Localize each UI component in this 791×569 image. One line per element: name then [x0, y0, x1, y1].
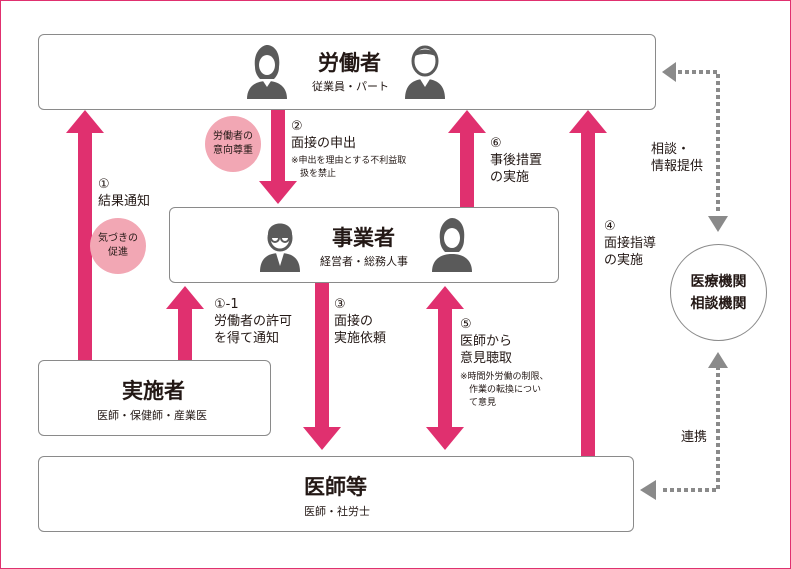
- step5-line1: 医師から: [460, 334, 513, 349]
- step5-note1: ※時間外労働の制限、: [460, 372, 549, 382]
- step3-line1: 面接の: [334, 314, 374, 329]
- step3-num: ③: [334, 297, 346, 312]
- dotted-arrowhead-medical-top: [708, 216, 728, 232]
- step4-num: ④: [604, 219, 616, 234]
- step3-line2: 実施依頼: [334, 331, 387, 346]
- step5-line2: 意見聴取: [460, 351, 513, 366]
- arrow-step3: [303, 283, 341, 450]
- medical-line1: 医療機関: [690, 273, 747, 290]
- step5-note2: 作業の転換につい: [469, 385, 542, 395]
- step1-text: 結果通知: [98, 194, 151, 209]
- step6-line2: の実施: [490, 170, 530, 185]
- step5-num: ⑤: [460, 317, 472, 332]
- doctor-title: 医師等: [304, 475, 367, 499]
- step5-note3: て意見: [469, 398, 497, 408]
- implementer-box: 実施者 医師・保健師・産業医: [38, 360, 271, 436]
- respect-line2: 意向尊重: [213, 145, 253, 156]
- employer-title: 事業者: [332, 226, 395, 250]
- step1-1-num: ①-1: [214, 297, 239, 312]
- doctor-box: 医師等 医師・社労士: [38, 456, 634, 532]
- implementer-title: 実施者: [122, 379, 185, 403]
- awareness-line1: 気づきの: [98, 233, 138, 244]
- arrow-step1: [66, 110, 104, 360]
- dotted-arrowhead-doctor: [640, 480, 656, 500]
- respect-line1: 労働者の: [213, 131, 253, 142]
- step2-num: ②: [291, 119, 303, 134]
- step6-num: ⑥: [490, 136, 502, 151]
- dotted-link-cooperate: [660, 366, 720, 492]
- implementer-subtitle: 医師・保健師・産業医: [97, 409, 207, 422]
- step2-text: 面接の申出: [291, 136, 357, 151]
- arrow-step2: [259, 110, 297, 204]
- step2-note1: ※申出を理由とする不利益取: [291, 156, 407, 166]
- arrow-step4: [569, 110, 607, 456]
- consult-line2: 情報提供: [651, 159, 704, 174]
- consult-line1: 相談・: [651, 142, 691, 157]
- step1-num: ①: [98, 177, 110, 192]
- female-employer-icon: [432, 218, 472, 272]
- awareness-line2: 促進: [108, 247, 128, 258]
- worker-box: 労働者 従業員・パート: [38, 34, 656, 110]
- step6-line1: 事後措置: [490, 153, 543, 168]
- step1-1-line2: を得て通知: [214, 331, 280, 346]
- worker-title: 労働者: [318, 51, 381, 75]
- arrow-step1-1: [166, 286, 204, 360]
- cooperate-label: 連携: [681, 430, 708, 445]
- employer-subtitle: 経営者・総務人事: [320, 255, 408, 268]
- male-worker-icon: [405, 45, 445, 99]
- male-employer-icon: [260, 223, 300, 272]
- medical-line2: 相談機関: [690, 295, 747, 312]
- awareness-bubble: 気づきの 促進: [90, 218, 146, 274]
- step1-1-line1: 労働者の許可: [214, 314, 293, 329]
- doctor-subtitle: 医師・社労士: [304, 505, 370, 518]
- dotted-link-consult: [678, 70, 720, 212]
- worker-subtitle: 従業員・パート: [312, 80, 389, 93]
- step4-line2: の実施: [604, 253, 644, 268]
- medical-institution-circle: 医療機関 相談機関: [670, 244, 767, 341]
- step4-line1: 面接指導: [604, 236, 657, 251]
- arrow-step5: [426, 286, 464, 450]
- arrow-step6: [448, 110, 486, 207]
- employer-box: 事業者 経営者・総務人事: [169, 207, 559, 283]
- respect-bubble: 労働者の 意向尊重: [205, 116, 261, 172]
- dotted-arrowhead-medical-bottom: [708, 352, 728, 368]
- step2-note2: 扱を禁止: [300, 169, 337, 179]
- dotted-arrowhead-worker: [662, 62, 676, 82]
- female-worker-icon: [247, 45, 287, 99]
